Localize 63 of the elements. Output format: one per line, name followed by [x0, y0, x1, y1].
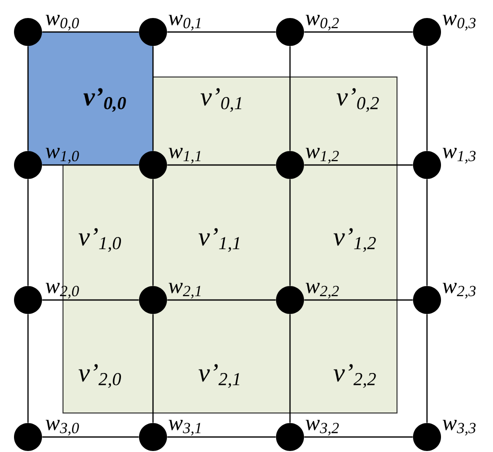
grid-line	[426, 46, 428, 151]
grid-point	[276, 151, 304, 179]
cell-label: v’$_{0,1}$	[200, 88, 242, 112]
grid-line	[27, 46, 29, 151]
grid-line	[304, 164, 413, 166]
grid-line	[42, 31, 139, 33]
grid-point	[139, 18, 167, 46]
grid-point	[276, 18, 304, 46]
point-label: w$_{2,3}$	[442, 282, 476, 298]
grid-line	[42, 436, 139, 438]
grid-line	[42, 164, 139, 166]
grid-line	[304, 299, 413, 301]
point-label: w$_{1,0}$	[46, 148, 79, 164]
grid-line	[27, 179, 29, 286]
cell-label: v’$_{2,0}$	[78, 364, 121, 388]
grid-line	[304, 436, 413, 438]
grid-line	[152, 179, 154, 286]
point-label: w$_{1,3}$	[442, 148, 476, 164]
cell-label: v’$_{2,2}$	[334, 364, 376, 388]
grid-line	[167, 164, 276, 166]
point-label: w$_{0,0}$	[46, 14, 79, 30]
grid-line	[152, 314, 154, 423]
grid-line	[426, 179, 428, 286]
point-label: w$_{1,1}$	[168, 148, 200, 164]
point-label: w$_{3,0}$	[46, 420, 79, 436]
grid-point	[14, 422, 42, 451]
grid-line	[167, 299, 276, 301]
cell-label: v’$_{1,0}$	[78, 228, 121, 252]
point-label: w$_{3,2}$	[306, 420, 339, 436]
grid-line	[289, 46, 291, 151]
point-label: w$_{1,2}$	[306, 148, 339, 164]
grid-point	[276, 286, 304, 314]
point-label: w$_{2,2}$	[306, 282, 339, 298]
grid-point	[413, 151, 441, 179]
grid-line	[152, 46, 154, 151]
grid-point	[413, 18, 441, 46]
point-label: w$_{0,2}$	[306, 14, 339, 30]
grid-line	[27, 314, 29, 423]
point-label: w$_{0,1}$	[168, 14, 200, 30]
point-label: w$_{3,3}$	[442, 420, 476, 436]
cell-label: v’$_{1,2}$	[334, 228, 376, 252]
cell-label: v’$_{2,1}$	[198, 364, 240, 388]
grid-line	[42, 299, 139, 301]
grid-point	[139, 422, 167, 451]
grid-line	[289, 314, 291, 423]
grid-point	[139, 151, 167, 179]
point-label: w$_{3,1}$	[168, 420, 200, 436]
grid-line	[167, 31, 276, 33]
grid-point	[14, 18, 42, 46]
point-label: w$_{0,3}$	[442, 14, 476, 30]
grid-point	[14, 151, 42, 179]
cell-label: v’$_{1,1}$	[198, 228, 240, 252]
point-label: w$_{2,1}$	[168, 282, 200, 298]
grid-line	[167, 436, 276, 438]
grid-point	[413, 422, 441, 451]
grid-point	[139, 286, 167, 314]
grid-point	[413, 286, 441, 314]
cell-label: v’$_{0,2}$	[336, 88, 379, 112]
grid-line	[426, 314, 428, 423]
grid-line	[289, 179, 291, 286]
grid-point	[276, 422, 304, 451]
grid-line	[304, 31, 413, 33]
grid-point	[14, 286, 42, 314]
